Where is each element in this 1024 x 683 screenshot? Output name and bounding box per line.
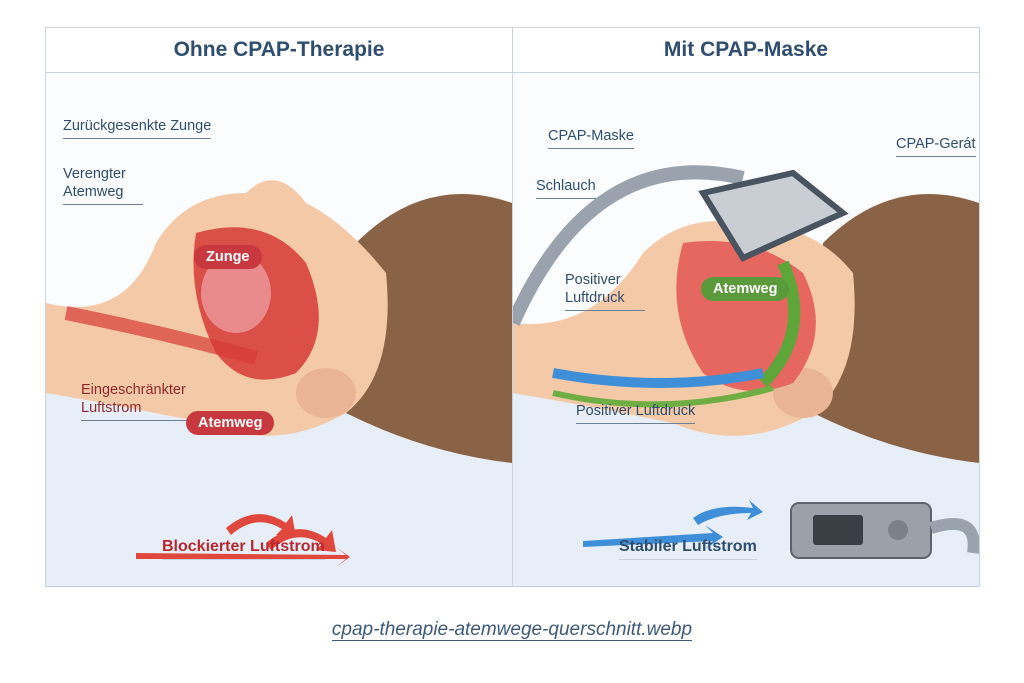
illustration-without-cpap [46, 180, 512, 586]
label-narrowed-airway: Verengter Atemweg [63, 165, 143, 205]
blocked-airflow-arrows [136, 514, 350, 567]
illustration-with-cpap [513, 165, 979, 586]
open-airway [758, 260, 801, 388]
blocked-airflow-label: Blockierter Luftstrom [162, 538, 325, 560]
label-hose: Schlauch [536, 177, 596, 199]
label-cpap-device: CPAP-Gerát [896, 135, 976, 157]
device-hose [929, 518, 979, 554]
positive-pressure-line [552, 385, 774, 408]
device-display [813, 515, 863, 545]
hair [813, 194, 979, 463]
panel-title: Ohne CPAP-Therapie [46, 28, 512, 73]
stable-airflow-arrows [583, 500, 763, 549]
caption-filename: cpap-therapie-atemwege-querschnitt.webp [331, 619, 693, 641]
hose [513, 165, 745, 326]
label-restricted-airflow: Eingeschränkter Luftstrom [81, 381, 191, 421]
panel-with-cpap: Mit CPAP-Maske CPAP-Maske CPAP-Gerát Sch… [513, 28, 979, 586]
positive-pressure-flow [552, 368, 764, 388]
restricted-airflow-arrow [64, 306, 258, 365]
tongue-badge: Zunge [194, 245, 262, 269]
label-positive-pressure-lower: Positiver Luftdruck [576, 402, 696, 424]
label-cpap-mask: CPAP-Maske [548, 127, 634, 149]
panel-without-cpap: Ohne CPAP-Therapie Zurückgesenkte Zunge … [46, 28, 513, 586]
airway-badge: Atemweg [186, 411, 275, 435]
airway-badge: Atemweg [701, 277, 790, 301]
label-positive-pressure: Positiver Luftdruck [565, 271, 645, 311]
cpap-mask [698, 169, 849, 262]
caption: cpap-therapie-atemwege-querschnitt.webp [0, 619, 1024, 641]
label-receded-tongue: Zurückgesenkte Zunge [63, 117, 212, 139]
device-knob [888, 520, 908, 540]
stable-airflow-label: Stabiler Luftstrom [619, 538, 757, 560]
tongue-shape [201, 253, 271, 333]
diagram-frame: Ohne CPAP-Therapie Zurückgesenkte Zunge … [45, 27, 980, 587]
panel-title: Mit CPAP-Maske [513, 28, 979, 73]
hair [346, 194, 512, 463]
ear [296, 368, 356, 418]
